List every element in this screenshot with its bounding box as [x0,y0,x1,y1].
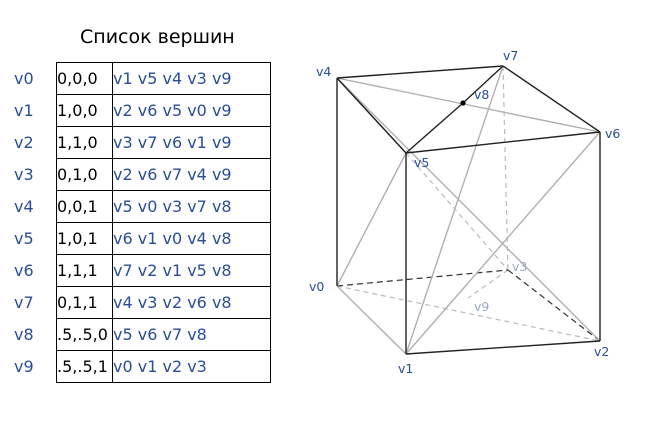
edge-v1-v2 [405,340,601,355]
edge-v3-v9-dashed [467,269,509,299]
vertex-label-v7: v7 [503,48,518,63]
vertex-label-v2: v2 [594,344,609,359]
edge-v0-v3-hidden [336,269,509,287]
vertex-id: v5 [14,228,34,248]
vertex-id: v3 [14,164,34,184]
vertex-adjacency: v0 v1 v2 v3 [112,350,271,383]
vertex-adjacency: v2 v6 v5 v0 v9 [112,94,271,127]
edge-v0-v5 [336,152,407,287]
vertex-id: v1 [14,100,34,120]
vertex-coordinates: 0,1,0 [56,158,113,191]
vertex-adjacency: v2 v6 v7 v4 v9 [112,158,271,191]
edge-v4-v7 [336,65,504,79]
edge-v5-v4 [336,77,407,154]
edge-v1-v7 [405,65,504,355]
vertex-coordinates: 1,1,0 [56,126,113,159]
vertex-coordinates: 1,0,0 [56,94,113,127]
vertex-coordinates: 0,0,1 [56,190,113,223]
edge-v6-v5 [405,131,601,154]
vertex-adjacency: v5 v6 v7 v8 [112,318,271,351]
vertex-label-v1: v1 [398,361,413,376]
vertex-adjacency: v5 v0 v3 v7 v8 [112,190,271,223]
edge-v3-v2-hidden [507,269,601,342]
vertex-coordinates: .5,.5,1 [56,350,113,383]
vertex-id: v4 [14,196,34,216]
edge-v0-v1-diag [336,285,407,355]
vertex-id: v8 [14,324,34,344]
edge-v4-v2 [336,77,601,342]
vertex-coordinates: .5,.5,0 [56,318,113,351]
vertex-label-v4: v4 [316,64,331,79]
vertex-v8-dot [460,100,466,106]
edge-v0-v2-dashed [336,285,601,342]
vertex-label-v6: v6 [605,126,620,141]
vertex-label-v0: v0 [309,279,324,294]
edge-v5-v8 [405,102,464,154]
vertex-coordinates: 0,1,1 [56,286,113,319]
vertex-label-v5: v5 [414,155,429,170]
vertex-adjacency: v6 v1 v0 v4 v8 [112,222,271,255]
vertex-id: v2 [14,132,34,152]
vertex-coordinates: 1,0,1 [56,222,113,255]
edge-v5-v3-dashed [405,152,509,271]
vertex-id: v6 [14,260,34,280]
vertex-id: v7 [14,292,34,312]
vertex-adjacency: v3 v7 v6 v1 v9 [112,126,271,159]
vertex-list-title: Список вершин [80,26,235,48]
vertex-id: v0 [14,68,34,88]
vertex-adjacency: v1 v5 v4 v3 v9 [112,62,271,95]
edge-v1-v6 [405,131,601,355]
vertex-adjacency: v7 v2 v1 v5 v8 [112,254,271,287]
vertex-coordinates: 1,1,1 [56,254,113,287]
vertex-label-v8: v8 [474,87,489,102]
vertex-id: v9 [14,356,34,376]
edge-v7-v6 [502,65,601,133]
vertex-label-v9: v9 [474,299,489,314]
edge-v4-v6 [336,77,601,133]
vertex-adjacency: v4 v3 v2 v6 v8 [112,286,271,319]
edge-v8-v7 [462,65,504,104]
vertex-coordinates: 0,0,0 [56,62,113,95]
edge-v7-v3-dashed [502,65,509,271]
vertex-label-v3: v3 [512,259,527,274]
cube-diagram: v4 v7 v8 v6 v5 v3 v0 v9 v2 v1 [309,48,620,376]
